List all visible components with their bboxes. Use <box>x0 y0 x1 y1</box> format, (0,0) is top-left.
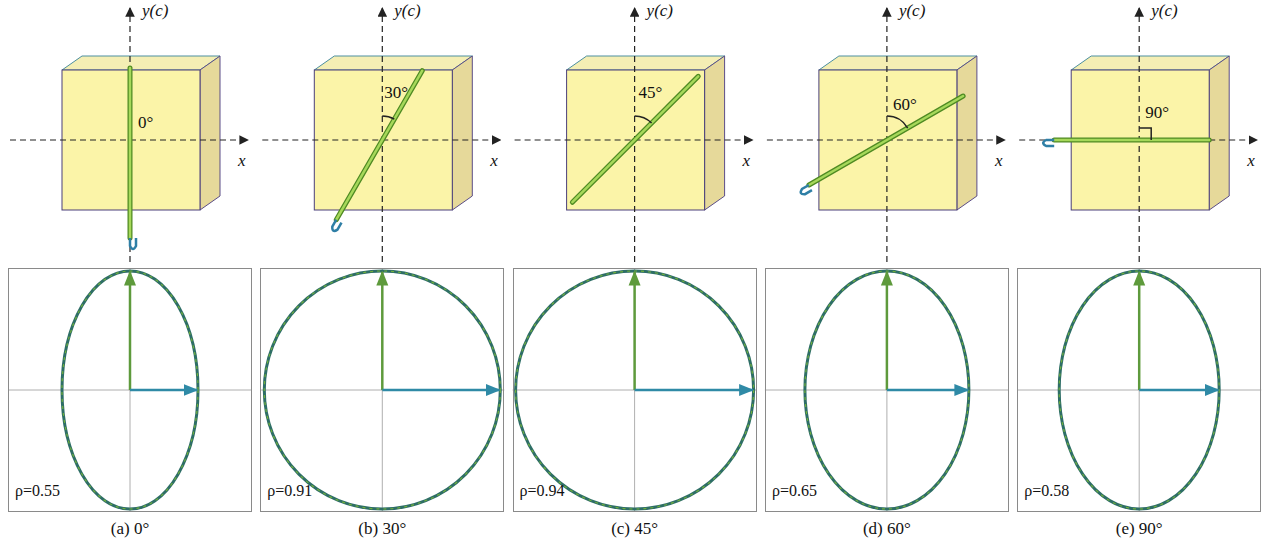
fiber-rod <box>572 76 698 202</box>
panel-caption: (a) 0° <box>111 520 149 537</box>
angle-label: 0° <box>138 114 153 131</box>
sample-cube <box>262 8 500 262</box>
y-axis <box>1139 8 1140 262</box>
panel-caption: (c) 45° <box>611 520 658 537</box>
sample-cube <box>10 8 248 262</box>
panel-caption: (e) 90° <box>1116 520 1163 537</box>
angle-label: 30° <box>384 84 408 101</box>
correlation-value: ρ=0.55 <box>15 483 60 499</box>
correlation-value: ρ=0.91 <box>267 483 312 499</box>
polar-plot <box>765 268 1009 512</box>
x-axis <box>1019 139 1257 140</box>
fiber-rod <box>130 68 136 249</box>
polar-plot <box>513 268 757 512</box>
angle-arc <box>887 116 908 128</box>
axis-label: x <box>490 152 498 169</box>
sample-cube <box>515 8 753 262</box>
angle-label: 45° <box>639 84 663 101</box>
axis-label: y(c) <box>647 2 673 19</box>
axis-label: y(c) <box>394 2 420 19</box>
y-axis <box>129 8 130 262</box>
sample-cube <box>1019 8 1257 262</box>
fiber-rod <box>332 71 422 231</box>
sample-cube <box>767 8 1005 262</box>
plot-frame: ρ=0.58 <box>1017 268 1261 512</box>
axis-label: y(c) <box>899 2 925 19</box>
y-axis <box>634 8 635 262</box>
right-angle-mark <box>1139 128 1151 140</box>
plot-frame: ρ=0.65 <box>765 268 1009 512</box>
axis-label: x <box>1247 152 1255 169</box>
fiber-rod <box>1043 140 1209 146</box>
panel-caption: (b) 30° <box>358 520 406 537</box>
angle-label: 90° <box>1145 104 1169 121</box>
angle-arc <box>635 116 652 123</box>
fiber-rod <box>801 96 963 194</box>
correlation-value: ρ=0.94 <box>520 483 565 499</box>
polar-plot <box>260 268 504 512</box>
polar-plot <box>8 268 252 512</box>
correlation-value: ρ=0.58 <box>1024 483 1069 499</box>
plot-frame: ρ=0.94 <box>513 268 757 512</box>
angle-label: 60° <box>893 96 917 113</box>
correlation-value: ρ=0.65 <box>772 483 817 499</box>
y-axis <box>886 8 887 262</box>
axis-label: x <box>743 152 751 169</box>
panel-caption: (d) 60° <box>863 520 911 537</box>
polar-plot <box>1017 268 1261 512</box>
axis-label: x <box>238 152 246 169</box>
angle-arc <box>382 116 394 119</box>
plot-frame: ρ=0.91 <box>260 268 504 512</box>
axis-label: x <box>995 152 1003 169</box>
plot-frame: ρ=0.55 <box>8 268 252 512</box>
axis-label: y(c) <box>142 2 168 19</box>
axis-label: y(c) <box>1151 2 1177 19</box>
